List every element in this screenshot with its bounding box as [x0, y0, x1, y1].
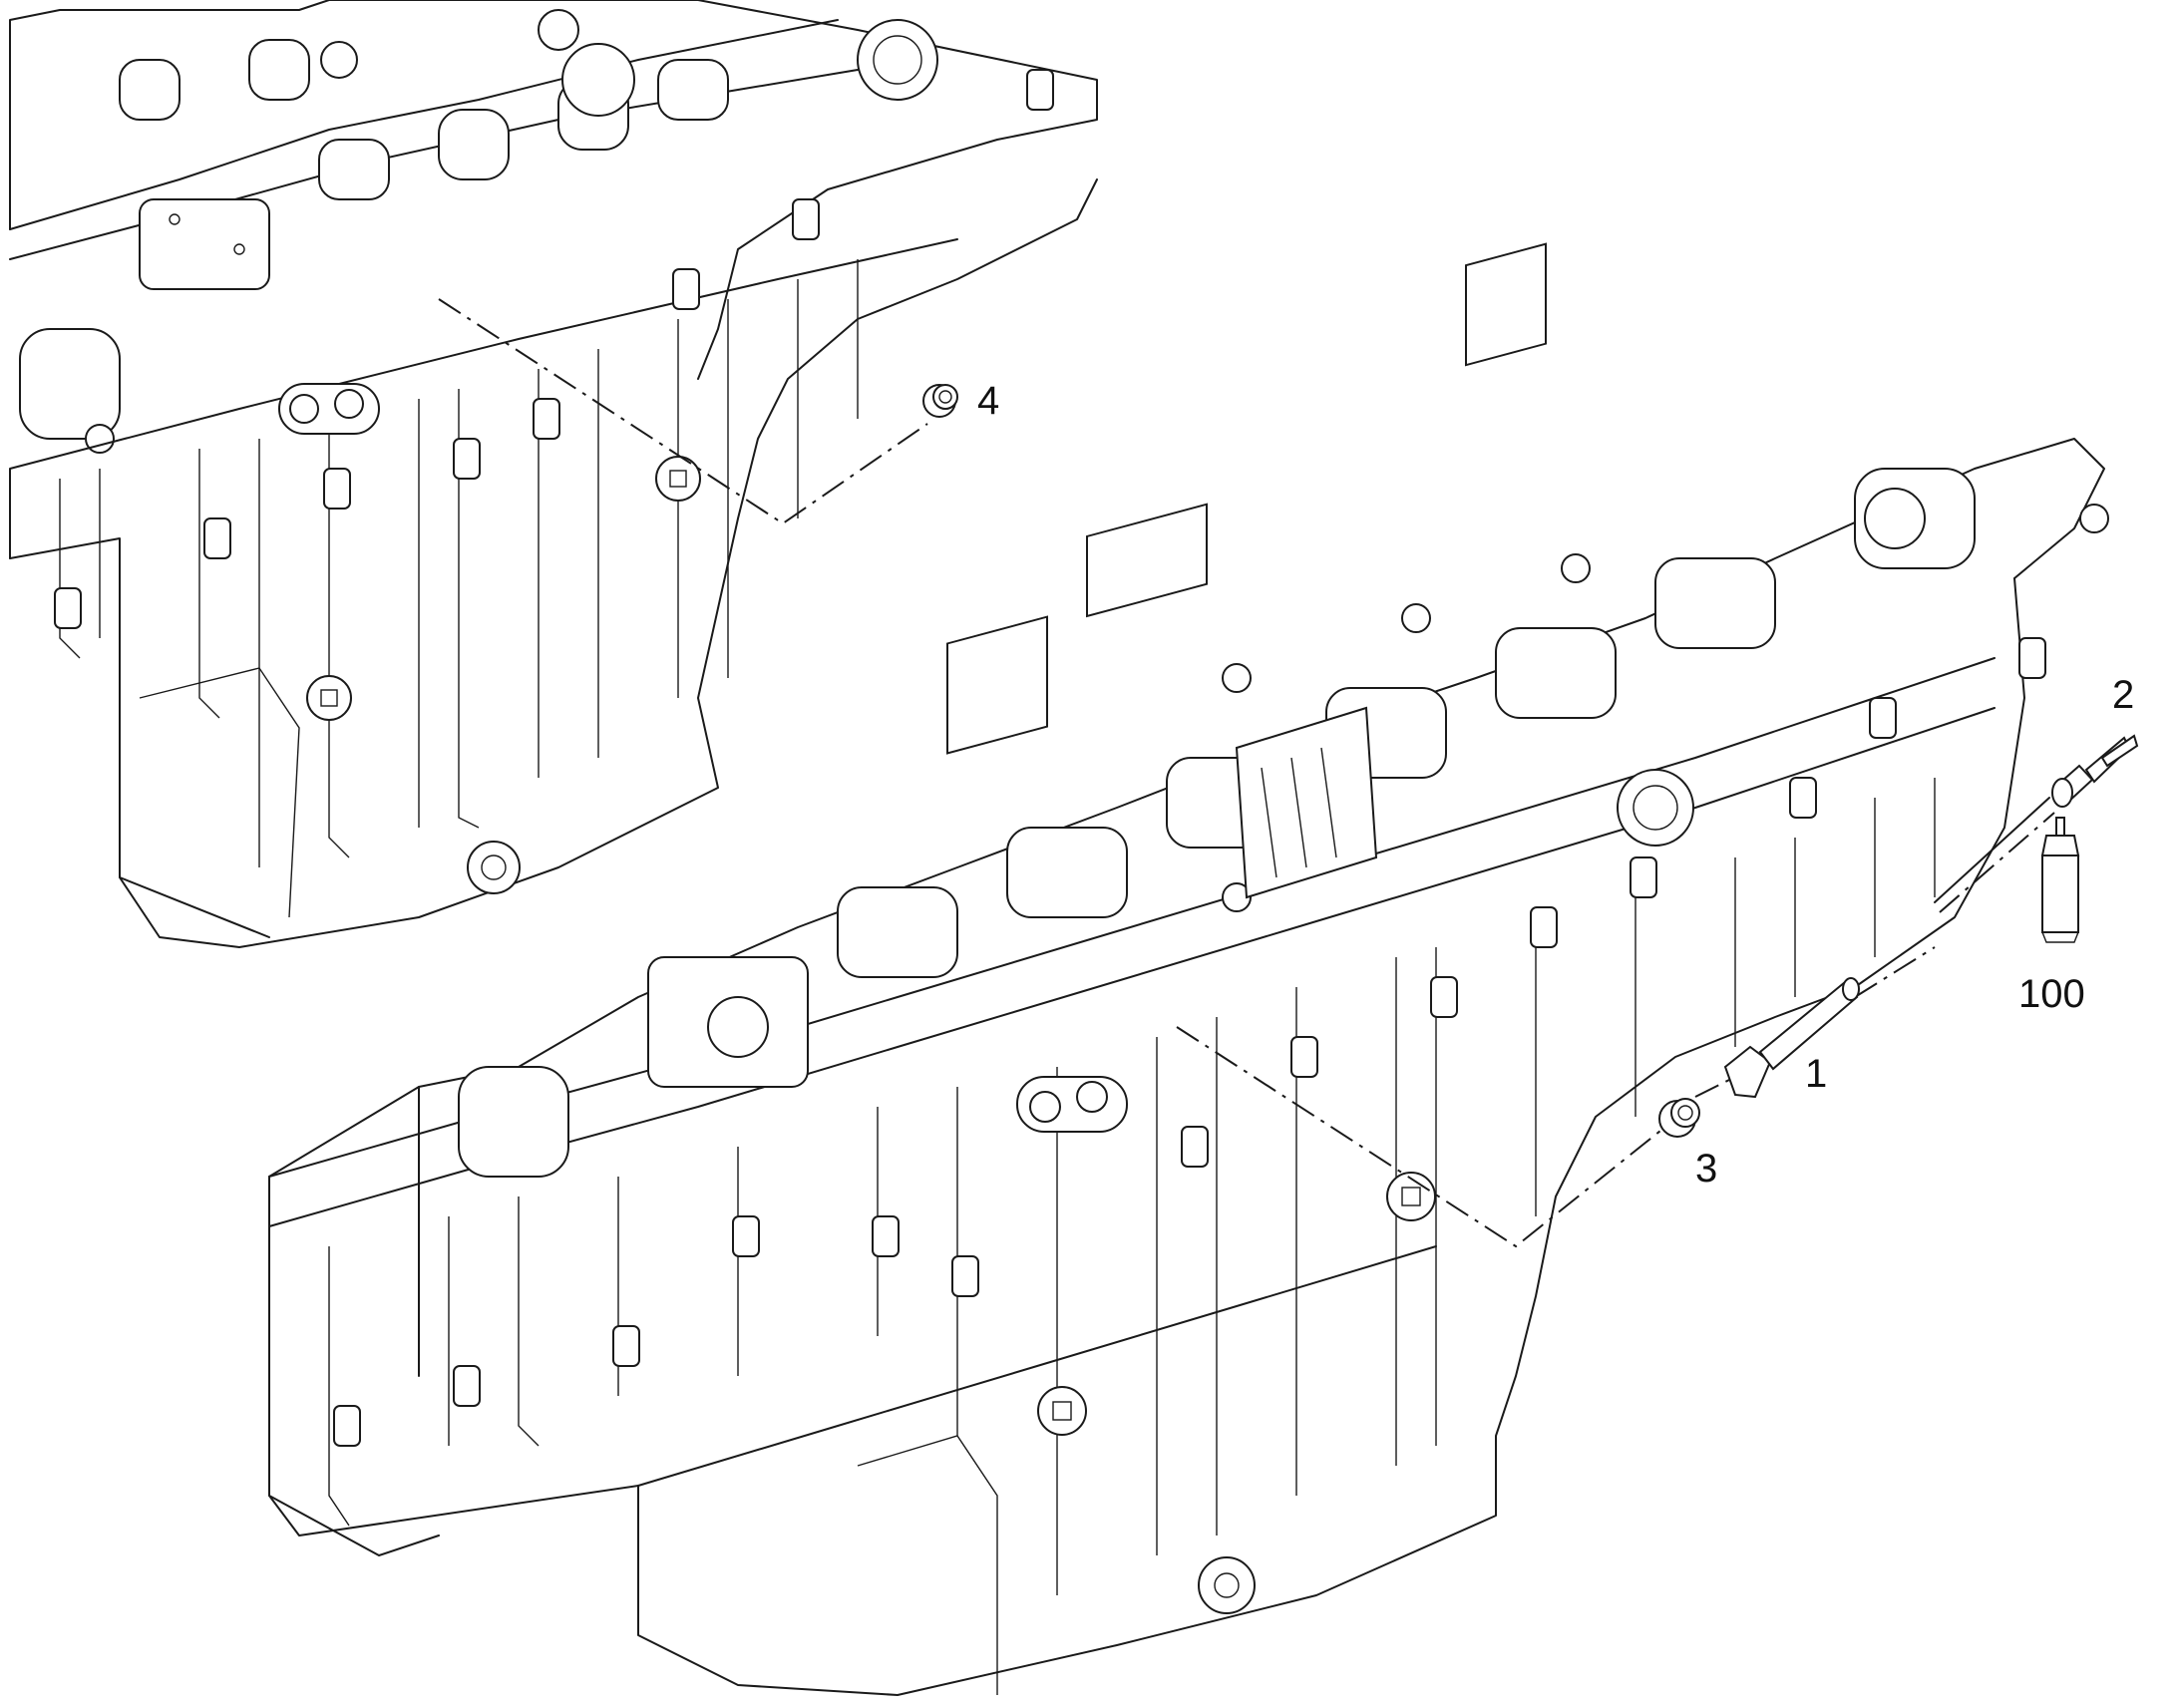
- callout-100: 100: [2018, 972, 2085, 1016]
- plug-part-3-icon: [1658, 1098, 1700, 1138]
- leader-line-4: [438, 298, 928, 525]
- plug-part-4-icon: [922, 384, 958, 418]
- head-bosses-upper: [19, 9, 938, 454]
- callout-3: 3: [1695, 1147, 1717, 1191]
- sealant-tube-part-100-icon: [2040, 817, 2080, 943]
- callout-2: 2: [2112, 673, 2134, 717]
- label-plate: [1235, 706, 1378, 899]
- side-panel-a: [946, 615, 1048, 755]
- engine-view-upper: [9, 0, 1098, 948]
- drain-port-lower: [1016, 1076, 1436, 1614]
- callout-1: 1: [1805, 1052, 1827, 1096]
- flange-bolts-lower: [333, 637, 2046, 1447]
- leader-line-1: [1694, 946, 1936, 1098]
- drain-port-upper: [278, 383, 701, 894]
- side-panel-b: [1086, 503, 1208, 618]
- dipstick-tube-part-1-icon: [1723, 977, 1860, 1099]
- engine-view-lower: [268, 242, 2109, 1696]
- dipstick-part-2-icon: [1934, 734, 2139, 903]
- pan-ribs-lower: [328, 778, 1936, 1595]
- side-panel-c: [1465, 242, 1547, 367]
- flange-bolts-upper: [54, 69, 1054, 629]
- callout-4: 4: [977, 379, 999, 423]
- leader-line-3: [1176, 1026, 1666, 1248]
- leader-line-2: [1939, 812, 2055, 913]
- pan-ribs-upper: [59, 259, 859, 867]
